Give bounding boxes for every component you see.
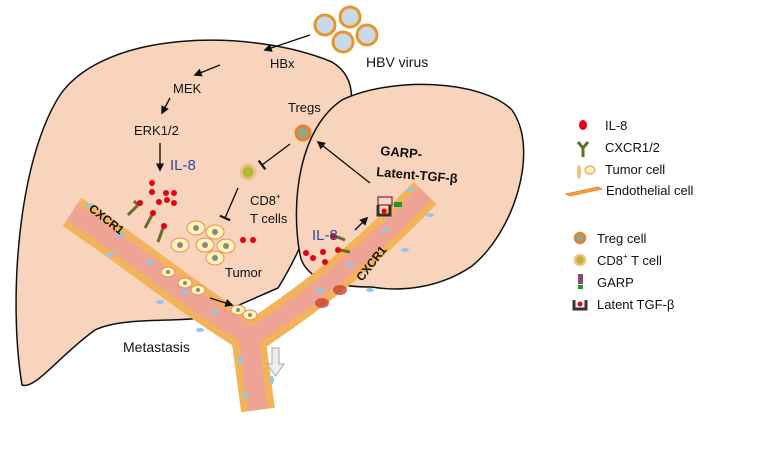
il8-label-right: IL-8 <box>312 227 338 244</box>
latent-tgf-label: Latent-TGF-β <box>376 164 459 186</box>
il8-dots <box>149 180 328 265</box>
legend: IL-8 CXCR1/2 Tumor cell Endothelial cell… <box>564 118 694 312</box>
cd8-label: CD8+ <box>250 192 281 208</box>
hbv-virus-label: HBV virus <box>366 54 428 70</box>
garp-complex-icon <box>376 196 402 217</box>
legend-label: CXCR1/2 <box>605 140 660 155</box>
tumor-cell-icon <box>577 165 596 179</box>
metastasis-label: Metastasis <box>123 339 190 355</box>
latent-tgf-icon <box>572 300 588 311</box>
erk-label: ERK1/2 <box>134 123 179 138</box>
cd8-cell-icon <box>239 163 257 181</box>
endothelial-cell-icon <box>564 186 604 197</box>
il8-label-left: IL-8 <box>170 157 196 174</box>
legend-label: Treg cell <box>597 231 646 246</box>
legend-label: CD8+ T cell <box>597 252 662 268</box>
treg-cell-icon <box>573 231 587 245</box>
il8-dot-icon <box>579 120 587 130</box>
legend-label: IL-8 <box>605 118 627 133</box>
garp-label: GARP- <box>380 143 423 162</box>
legend-label: Latent TGF-β <box>597 297 674 312</box>
blood-vessel <box>62 181 437 413</box>
tumor-label: Tumor <box>225 265 263 280</box>
tregs-label: Tregs <box>288 100 321 115</box>
legend-label: Tumor cell <box>605 162 665 177</box>
hbv-virus-icon <box>313 5 379 54</box>
t-cells-label: T cells <box>250 211 288 226</box>
cd8-cell-icon <box>573 253 587 267</box>
flow-arrow-icon <box>266 347 285 377</box>
legend-label: Endothelial cell <box>606 183 694 198</box>
legend-label: GARP <box>597 275 634 290</box>
mek-label: MEK <box>173 81 202 96</box>
hbx-label: HBx <box>270 56 295 71</box>
garp-icon <box>578 274 583 289</box>
treg-cell-icon <box>294 124 312 142</box>
cxcr-receptor-icon <box>576 141 590 157</box>
